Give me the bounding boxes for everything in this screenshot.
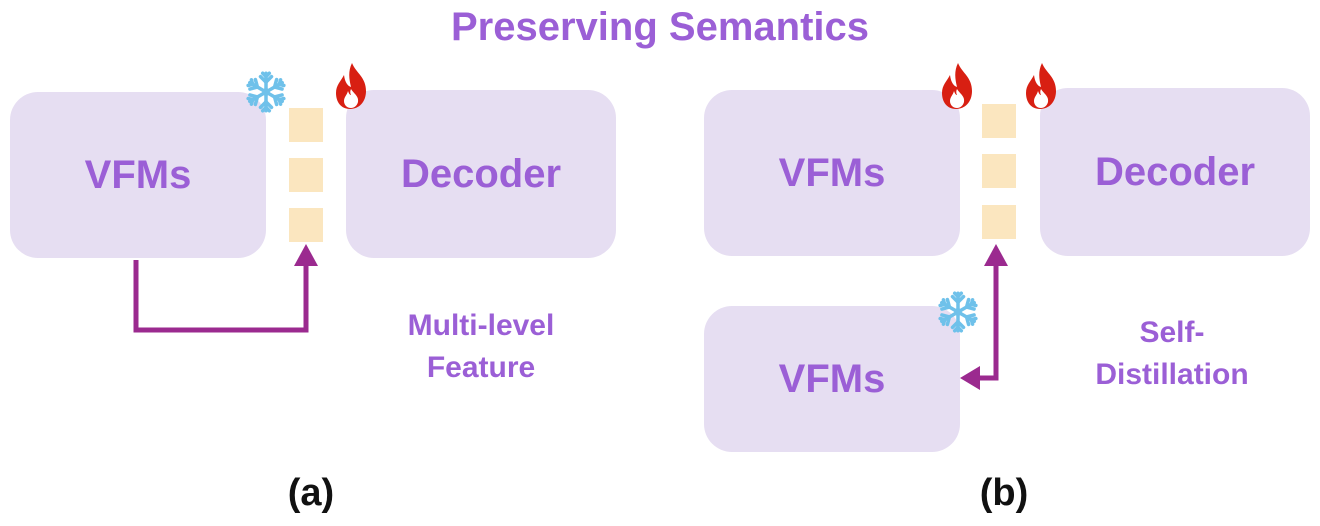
panel-a-decoder-box: Decoder bbox=[346, 90, 616, 258]
flame-icon bbox=[1026, 63, 1056, 109]
snowflake-icon bbox=[936, 290, 980, 334]
flame-icon bbox=[336, 63, 366, 109]
panel-b-caption: (b) bbox=[979, 472, 1029, 514]
panel-a-method-label: Multi-level Feature bbox=[361, 305, 601, 389]
panel-a-feature-3 bbox=[289, 208, 323, 242]
panel-b-decoder-label: Decoder bbox=[1094, 149, 1256, 194]
panel-b-method-line-1: Self- bbox=[1139, 316, 1205, 349]
panel-b-feature-3 bbox=[982, 205, 1016, 239]
diagram-title: Preserving Semantics bbox=[451, 5, 869, 49]
multi-level-arrowhead bbox=[294, 244, 318, 266]
panel-a-vfms-label: VFMs bbox=[84, 152, 192, 197]
panel-b-feature-2 bbox=[982, 154, 1016, 188]
panel-a-vfms-box: VFMs bbox=[10, 92, 266, 258]
panel-b-method-label: Self- Distillation bbox=[1040, 312, 1304, 396]
panel-b-teacher-vfms-box: VFMs bbox=[704, 306, 960, 452]
panel-a-caption: (a) bbox=[287, 472, 335, 514]
panel-b-vfms-box: VFMs bbox=[704, 90, 960, 256]
panel-a-method-line-2: Feature bbox=[426, 351, 536, 384]
distillation-arrowhead-left bbox=[960, 366, 980, 390]
distillation-arrowhead-up bbox=[984, 244, 1008, 266]
panel-a-feature-2 bbox=[289, 158, 323, 192]
panel-b-feature-1 bbox=[982, 104, 1016, 138]
panel-b-method-line-2: Distillation bbox=[1095, 358, 1249, 391]
panel-b-vfms-label: VFMs bbox=[778, 150, 886, 195]
panel-b-teacher-vfms-label: VFMs bbox=[778, 356, 886, 401]
panel-a-feature-1 bbox=[289, 108, 323, 142]
multi-level-arrow bbox=[133, 260, 309, 333]
distillation-arrow bbox=[976, 262, 999, 381]
panel-a-method-line-1: Multi-level bbox=[407, 309, 555, 342]
panel-b-decoder-box: Decoder bbox=[1040, 88, 1310, 256]
flame-icon bbox=[942, 63, 972, 109]
snowflake-icon bbox=[244, 70, 288, 114]
panel-a-decoder-label: Decoder bbox=[400, 151, 562, 196]
